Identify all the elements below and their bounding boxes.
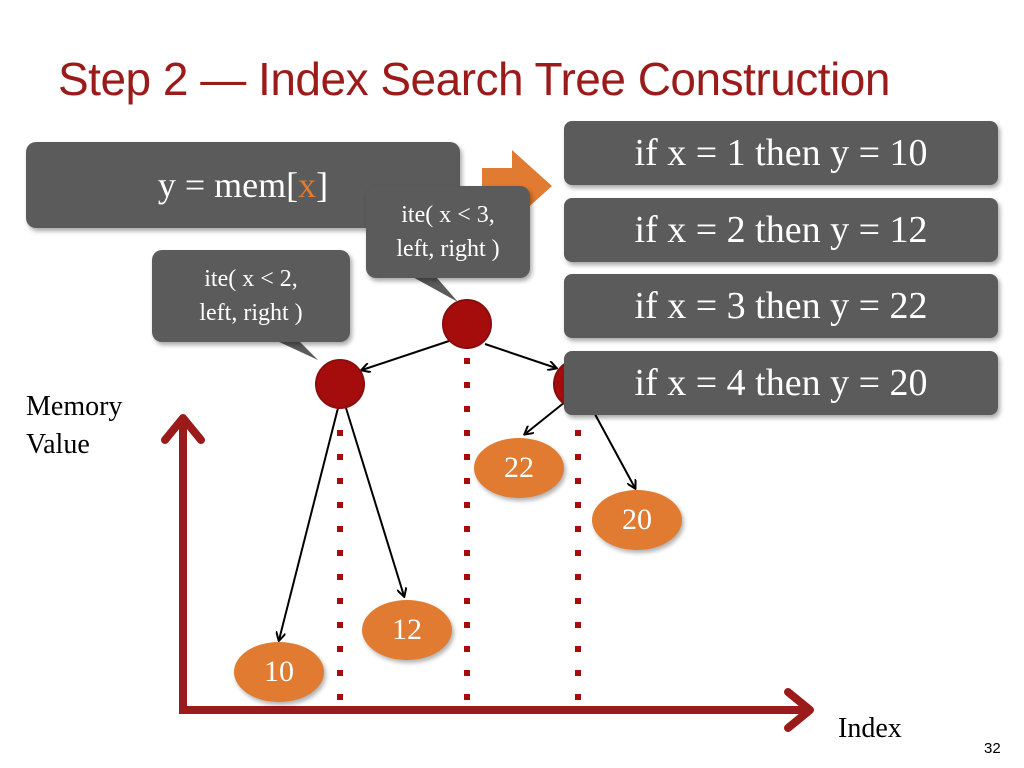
ite-root-line2: left, right ) [396,236,500,262]
axes [161,414,814,732]
mem-expr-suffix: ] [316,165,329,205]
leaf-value: 12 [362,600,452,660]
slide-title: Step 2 — Index Search Tree Construction [58,53,890,105]
callout-tail-root [400,270,458,302]
ite-callout-left: ite( x < 2, left, right ) [152,250,350,342]
rule-box: if x = 2 then y = 12 [564,198,998,262]
rule-box: if x = 4 then y = 20 [564,351,998,415]
rule-box: if x = 1 then y = 10 [564,121,998,185]
leaf-value: 22 [474,438,564,498]
x-axis-label: Index [838,713,902,744]
leaf-value: 10 [234,642,324,702]
y-axis-label-line1: Memory [26,391,123,422]
tree-node-left [315,359,365,409]
ite-left-line2: left, right ) [199,300,303,326]
tree-edges [279,339,635,640]
mem-expr-prefix: y = mem[ [157,165,299,205]
ite-callout-root: ite( x < 3, left, right ) [366,186,530,278]
leaf-value: 20 [592,490,682,550]
rule-box: if x = 3 then y = 22 [564,274,998,338]
ite-left-line1: ite( x < 2, [204,266,298,292]
y-axis-label-line2: Value [26,429,90,460]
y-axis-label: Memory Value [26,388,122,464]
mem-expr-var: x [298,165,317,205]
index-dividers [337,358,581,708]
page-number: 32 [984,740,1001,757]
tree-node-root [442,299,492,349]
ite-root-line1: ite( x < 3, [401,202,495,228]
